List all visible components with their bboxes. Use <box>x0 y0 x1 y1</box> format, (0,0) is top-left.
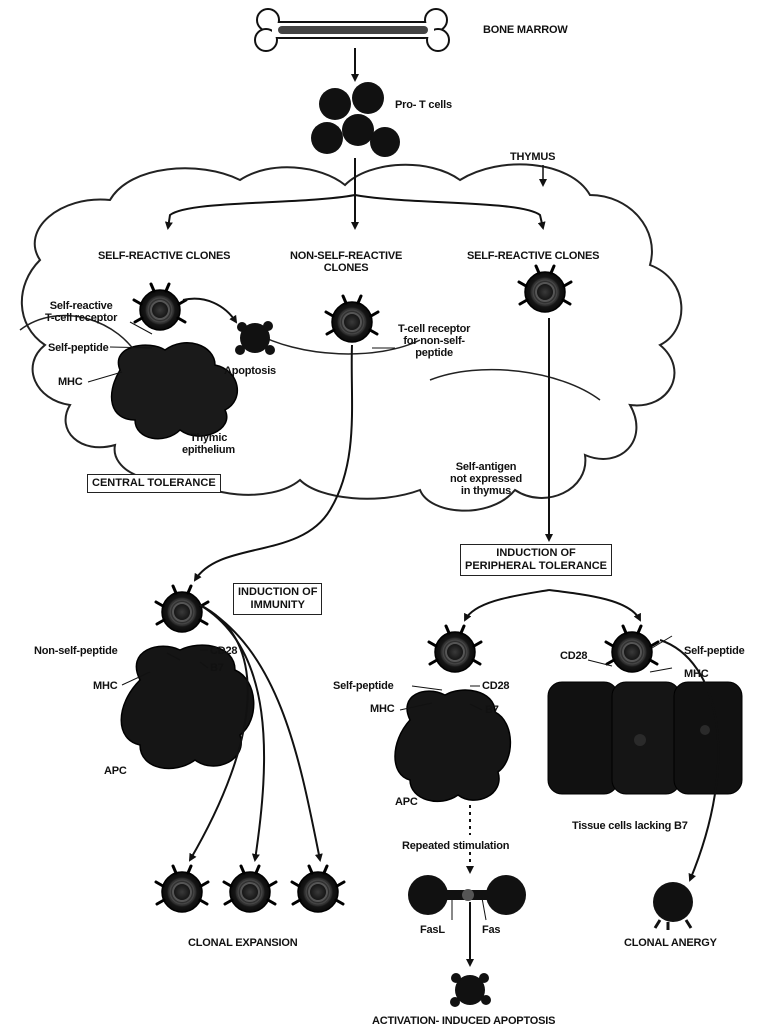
label-thymus: THYMUS <box>510 151 556 163</box>
t-cell-non-self-reactive <box>324 294 380 344</box>
label-repeated-stimulation: Repeated stimulation <box>402 840 510 852</box>
label-self-reactive-clones-left: SELF-REACTIVE CLONES <box>98 250 231 262</box>
apc-shape-mid <box>394 689 512 803</box>
bone-icon <box>254 8 450 52</box>
label-bone-marrow: BONE MARROW <box>483 24 568 36</box>
label-cd28-left: CD28 <box>210 645 238 657</box>
pro-t-cells-cluster <box>311 82 400 157</box>
thymus-outline <box>20 163 683 512</box>
t-cell-self-reactive-left <box>132 282 188 332</box>
tissue-cells-block <box>547 681 743 795</box>
label-mhc-right: MHC <box>684 668 709 680</box>
label-fasl: FasL <box>420 924 445 936</box>
label-clonal-anergy: CLONAL ANERGY <box>624 937 717 949</box>
label-apc-mid: APC <box>395 796 418 808</box>
label-self-antigen-not-expressed: Self-antigen not expressed in thymus <box>450 461 522 497</box>
label-mhc-left: MHC <box>93 680 118 692</box>
t-cell-apc-mid <box>427 624 483 674</box>
arrows-peripheral-branches <box>464 589 641 622</box>
anergic-cell-icon <box>653 882 693 930</box>
label-self-reactive-clones-right: SELF-REACTIVE CLONES <box>467 250 600 262</box>
label-pro-t-cells: Pro- T cells <box>395 99 452 111</box>
thymic-epithelium-shape <box>110 342 239 440</box>
apoptotic-cell-icon <box>235 321 275 355</box>
label-b7-left: B7 <box>210 662 224 674</box>
branch-arrows-thymus <box>164 158 546 230</box>
label-non-self-reactive-clones: NON-SELF-REACTIVE CLONES <box>290 250 403 274</box>
arrows-clonal-expansion <box>188 604 323 862</box>
leader-lines-apc-mid <box>399 685 483 711</box>
label-tcr-non-self: T-cell receptor for non-self- peptide <box>398 323 471 359</box>
label-cd28-right: CD28 <box>560 650 588 662</box>
leader-lines-fas <box>451 897 487 921</box>
label-mhc-thymus: MHC <box>58 376 83 388</box>
leader-lines-tissue <box>587 635 673 673</box>
leader-lines-immunity <box>121 649 209 686</box>
thymus-inner-lobe-right <box>429 368 601 401</box>
t-cell-clone-3 <box>290 864 346 914</box>
label-apoptosis: Apoptosis <box>224 365 276 377</box>
label-induction-immunity: INDUCTION OF IMMUNITY <box>233 583 323 615</box>
label-apc-left: APC <box>104 765 127 777</box>
arrow-to-immunity <box>193 344 354 582</box>
label-self-peptide-mid: Self-peptide <box>333 680 394 692</box>
label-central-tolerance: CENTRAL TOLERANCE <box>87 474 221 493</box>
label-thymic-epithelium: Thymic epithelium <box>182 432 236 456</box>
label-cd28-mid: CD28 <box>482 680 510 692</box>
label-induction-peripheral-tolerance: INDUCTION OF PERIPHERAL TOLERANCE <box>460 544 613 576</box>
t-cell-clone-2 <box>222 864 278 914</box>
label-self-peptide-right: Self-peptide <box>684 645 745 657</box>
label-activation-induced-apoptosis: ACTIVATION- INDUCED APOPTOSIS <box>372 1015 556 1027</box>
apoptotic-cell-bottom-icon <box>450 973 491 1007</box>
arrow-to-clonal-anergy <box>659 639 720 882</box>
label-non-self-peptide: Non-self-peptide <box>34 645 118 657</box>
t-cell-immunity <box>154 584 210 634</box>
label-clonal-expansion: CLONAL EXPANSION <box>188 937 298 949</box>
apc-shape-left <box>120 644 255 770</box>
label-tissue-cells-lacking-b7: Tissue cells lacking B7 <box>572 820 688 832</box>
t-cell-clone-1 <box>154 864 210 914</box>
leader-lines-left <box>87 321 153 383</box>
t-cell-self-reactive-right <box>517 264 573 314</box>
t-cell-tissue <box>604 624 660 674</box>
label-self-peptide-thymus: Self-peptide <box>48 342 109 354</box>
label-mhc-mid: MHC <box>370 703 395 715</box>
arrow-to-apoptosis <box>182 297 238 324</box>
label-b7-mid: B7 <box>485 704 499 716</box>
fas-fasl-cell-pair <box>408 875 526 915</box>
label-self-reactive-tcr: Self-reactive T-cell receptor <box>45 300 118 324</box>
label-fas: Fas <box>482 924 501 936</box>
